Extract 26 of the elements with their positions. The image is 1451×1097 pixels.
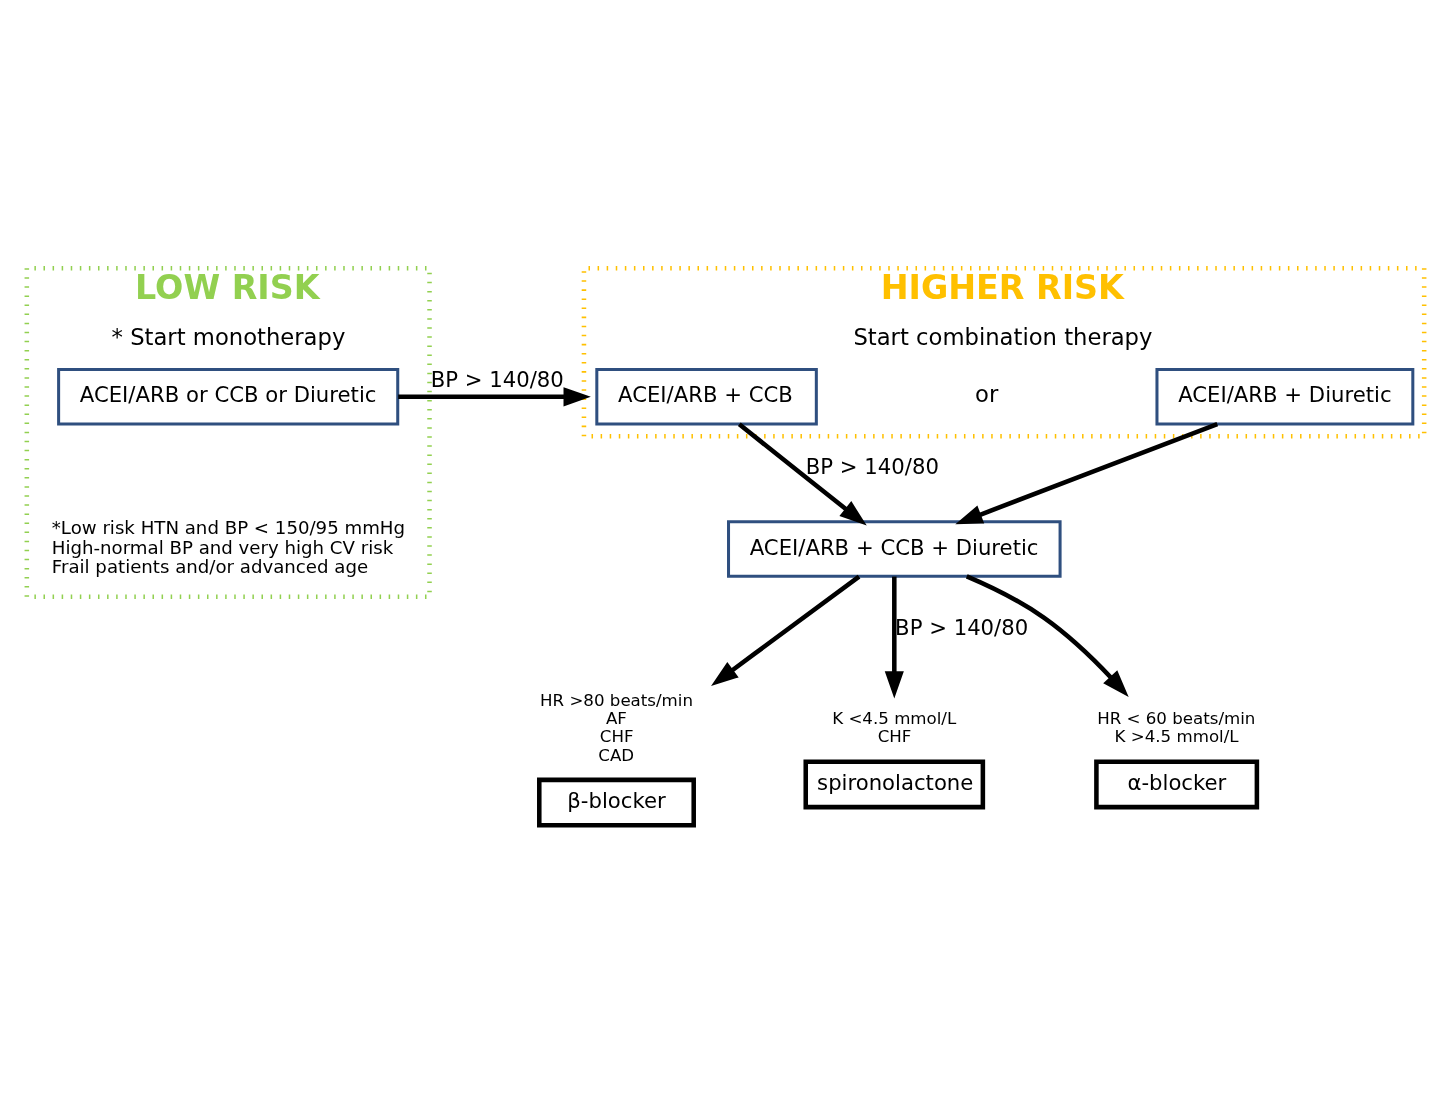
edge-label: BP > 140/80 bbox=[895, 614, 1029, 640]
label: or bbox=[975, 380, 999, 407]
node-label: HR >80 beats/min bbox=[540, 690, 693, 710]
node-box: ACEI/ARB + Diuretic bbox=[1155, 367, 1415, 426]
arrow bbox=[884, 576, 904, 699]
node-label: K <4.5 mmol/L bbox=[832, 708, 957, 728]
node-label: HR < 60 beats/min bbox=[1097, 708, 1256, 728]
node-label: K >4.5 mmol/L bbox=[1114, 726, 1239, 746]
node-box: α-blocker bbox=[1094, 758, 1260, 809]
node-box: β-blocker bbox=[537, 777, 696, 828]
arrow bbox=[711, 574, 861, 686]
node-box: ACEI/ARB or CCB or Diuretic bbox=[57, 367, 400, 426]
node-box: spironolactone bbox=[803, 758, 986, 809]
node-label: CHF bbox=[877, 726, 912, 746]
node-label: CHF bbox=[599, 726, 634, 746]
arrow bbox=[965, 573, 1129, 697]
label: *Low risk HTN and BP < 150/95 mmHg bbox=[51, 516, 406, 538]
node-label: AF bbox=[605, 708, 627, 728]
node-label: CAD bbox=[598, 745, 635, 765]
arrow bbox=[398, 386, 591, 406]
label: High-normal BP and very high CV risk bbox=[51, 536, 394, 558]
node-box: ACEI/ARB + CCB bbox=[595, 367, 818, 426]
node-box: ACEI/ARB + CCB + Diuretic bbox=[727, 519, 1062, 578]
arrow bbox=[955, 421, 1219, 524]
edge-label: BP > 140/80 bbox=[805, 453, 939, 479]
edge-label: BP > 140/80 bbox=[430, 366, 564, 392]
